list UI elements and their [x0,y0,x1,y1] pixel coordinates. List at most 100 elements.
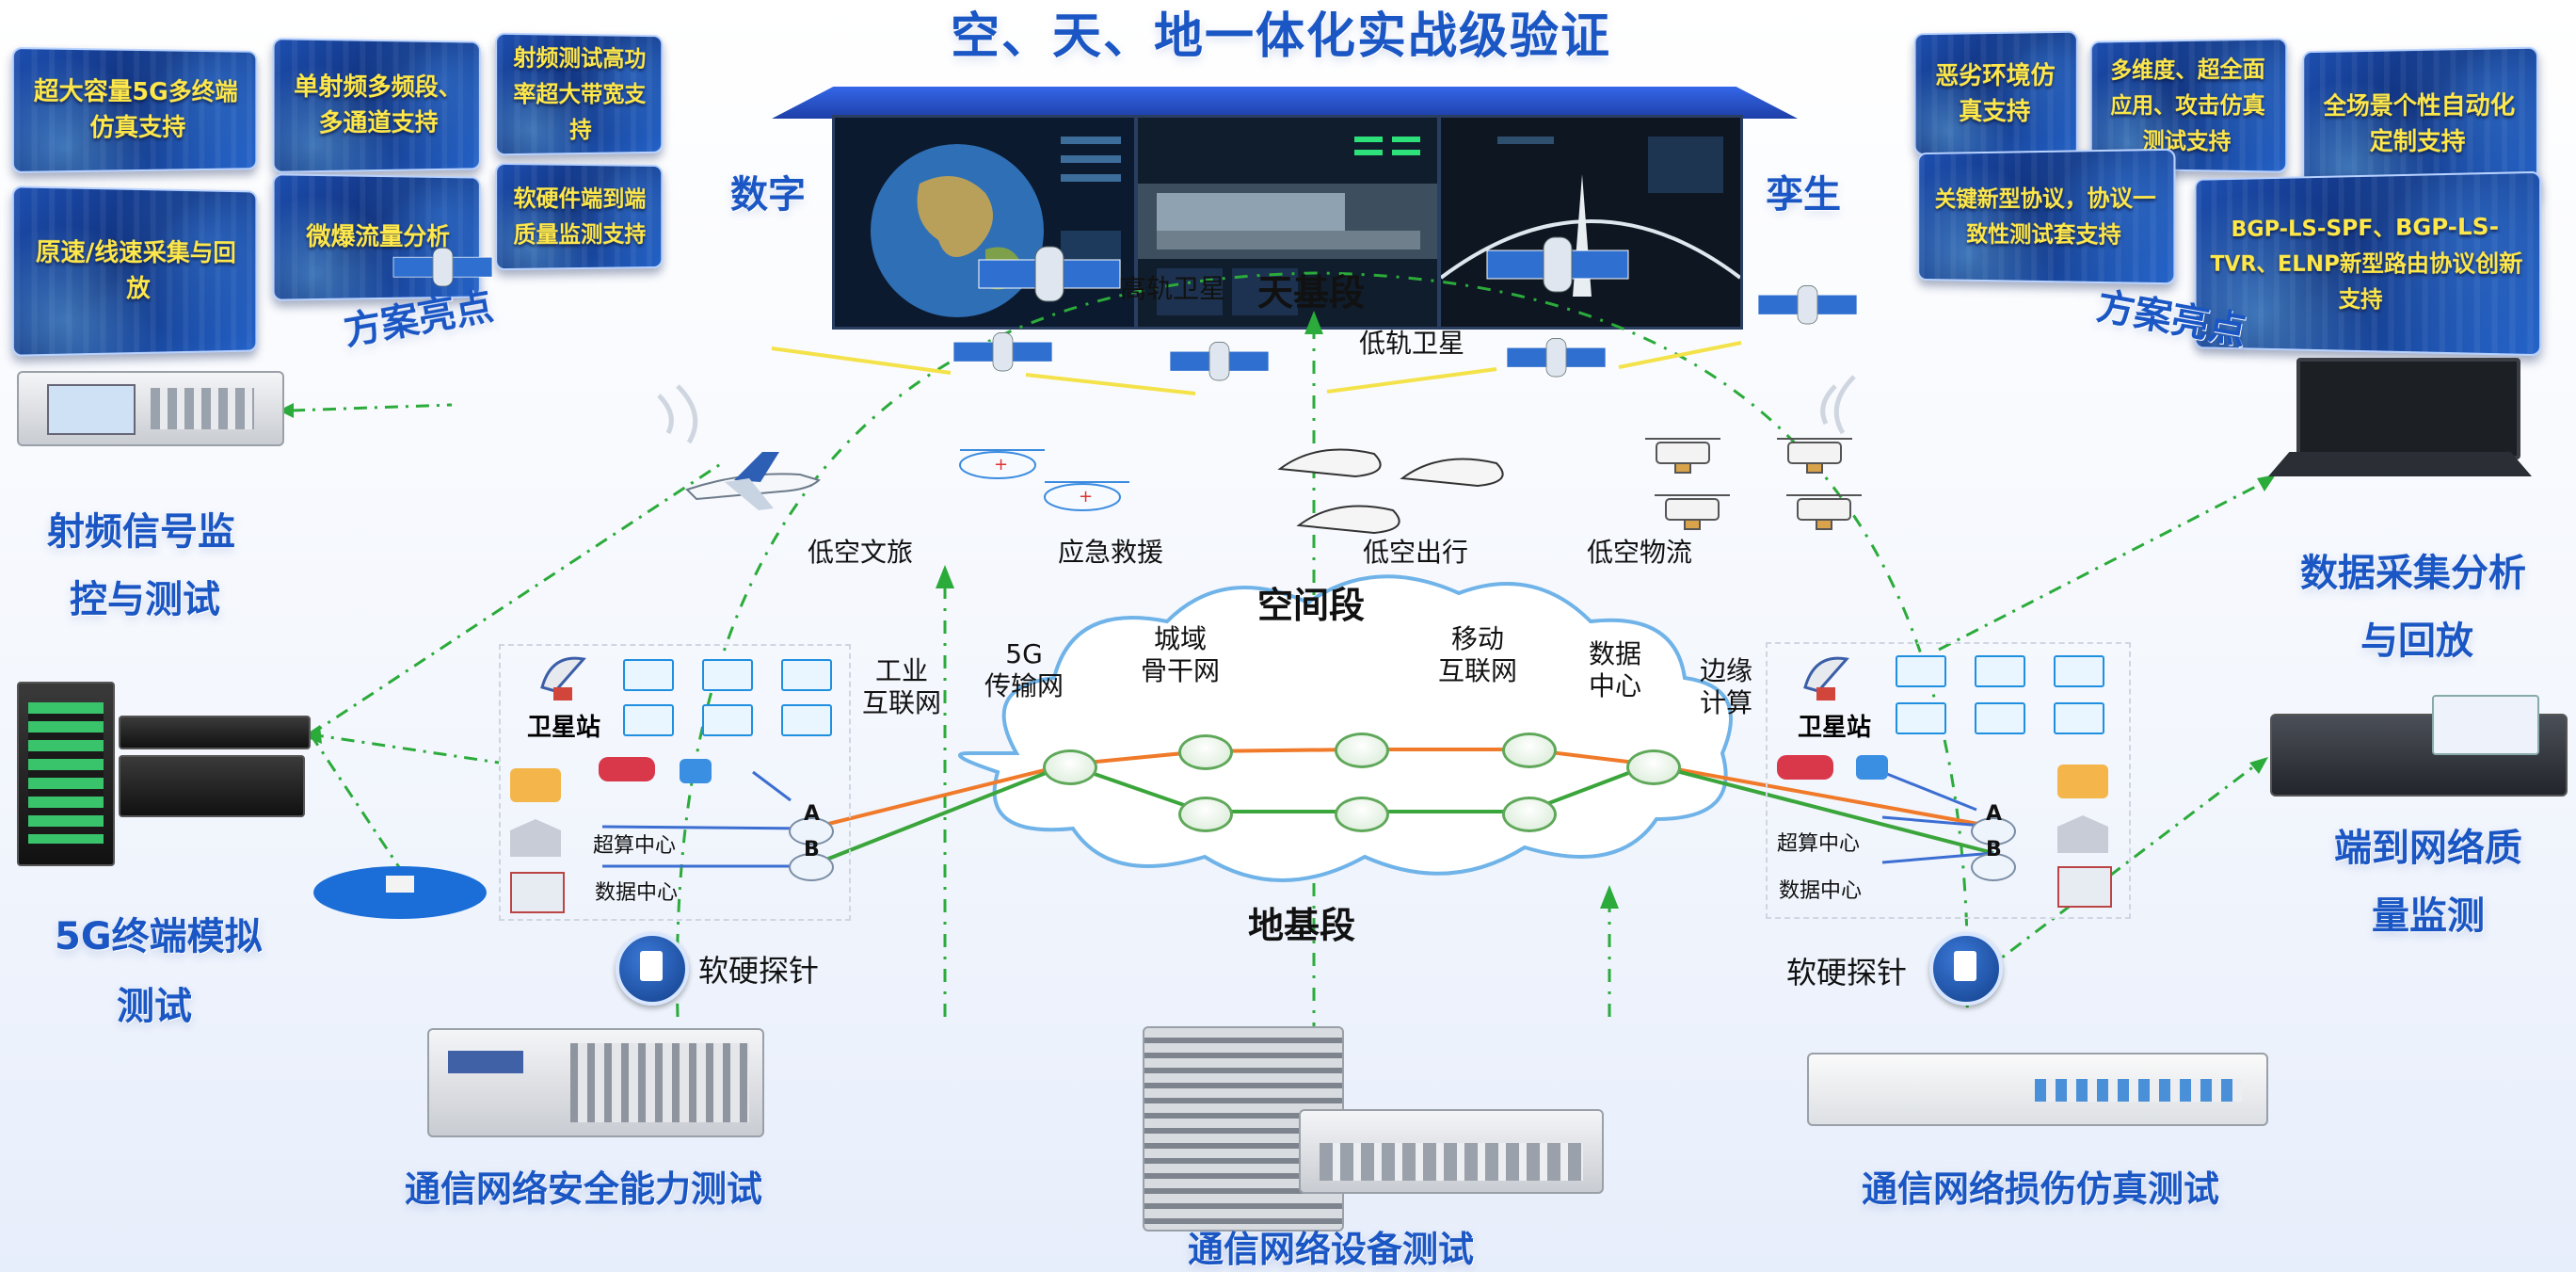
air-app-tourism: 低空文旅 [808,537,914,568]
high-orbit-label: 高轨卫星 [1120,273,1226,304]
satellite-icon [1757,285,1858,325]
flying-car-icon [1277,448,1382,478]
satellite-icon [1506,338,1607,378]
user-icon [510,768,561,802]
router-icon [1178,797,1233,832]
airplane-icon [685,452,821,510]
user-icon [2057,765,2108,798]
router-icon [1335,797,1389,832]
satellite-icon [978,246,1121,302]
right-node-a [1971,817,2016,845]
cap-data-capture-line2: 与回放 [2360,620,2473,663]
right-site-frame [1766,642,2131,919]
left-supercomp: 超算中心 [593,834,677,858]
terminal-unit-device [119,755,305,817]
cap-terminal-sim-line2: 测试 [117,985,192,1028]
phone-icon [1856,755,1888,780]
spectrum-analyzer-device [17,371,284,446]
air-app-travel: 低空出行 [1363,537,1469,568]
net-5g: 5G 传输网 [984,638,1064,701]
phone-icon [680,759,712,783]
router-icon [1335,733,1389,768]
cap-device-test: 通信网络设备测试 [1188,1229,1475,1270]
cap-security: 通信网络安全能力测试 [405,1168,763,1210]
probe-appliance-device [2270,695,2568,797]
switch-icon [2054,655,2104,687]
cap-e2e-quality-line1: 端到网络质 [2334,827,2522,870]
digital-twin-screens [772,87,1798,330]
cap-data-capture-line1: 数据采集分析 [2300,552,2526,595]
satellite-icon [392,248,493,287]
router-icon [1502,797,1557,832]
left-sat-station: 卫星站 [527,714,601,742]
net-metro: 城域 骨干网 [1141,623,1221,686]
net-industrial: 工业 互联网 [862,655,942,718]
car-icon [599,757,655,781]
svg-text:+: + [994,455,1008,475]
hospital-icon [510,872,565,913]
terminal-rack-device [17,682,115,866]
right-sat-station: 卫星站 [1798,714,1872,742]
switch-icon [1896,702,1946,734]
page-title: 空、天、地一体化实战级验证 [951,8,1612,65]
net-datacenter: 数据 中心 [1589,638,1642,701]
switch-icon [1896,655,1946,687]
switch-icon [1975,702,2025,734]
screen-roof [772,87,1798,119]
cap-terminal-sim-line1: 5G终端模拟 [55,915,263,958]
cap-rf-monitor-line2: 控与测试 [70,578,220,621]
security-test-server [427,1028,764,1137]
left-probe-label: 软硬探针 [698,953,820,989]
switch-icon [702,659,753,691]
right-node-b [1971,853,2016,881]
helicopter-icon: + [959,449,1045,479]
left-node-a [789,817,834,845]
terminal-unit-device [119,716,311,749]
switch-icon [623,659,674,691]
net-mobile: 移动 互联网 [1438,623,1518,686]
right-node-a-label: A [1986,802,2003,826]
segment-space: 空间段 [1257,585,1366,626]
switch-icon [781,704,832,736]
switch-icon [623,704,674,736]
switch-icon [781,659,832,691]
left-node-b [789,853,834,881]
satellite-icon [1169,342,1270,381]
screen-spacecraft [1438,115,1743,330]
laptop-icon [2268,358,2532,480]
left-node-a-label: A [804,802,821,826]
dish-icon [540,656,586,700]
right-probe-label: 软硬探针 [1786,955,1908,990]
low-orbit-label: 低轨卫星 [1359,328,1465,359]
left-datacenter: 数据中心 [595,881,679,905]
left-site-frame [499,644,851,921]
probe-icon [1929,932,2003,1006]
flying-car-icon [1296,505,1400,535]
router-icon [1178,734,1233,770]
router-icon [1502,733,1557,768]
left-node-b-label: B [804,838,820,861]
dish-icon [1803,656,1849,700]
drone-icon [1645,438,1862,530]
switch-icon [1975,655,2025,687]
right-supercomp: 超算中心 [1777,832,1861,856]
appliance-device [1299,1109,1604,1194]
twin-right-label: 孪生 [1766,173,1841,217]
right-node-b-label: B [1986,838,2002,861]
twin-left-label: 数字 [730,173,806,217]
probe-icon [616,932,689,1006]
air-app-logistics: 低空物流 [1587,537,1693,568]
cap-e2e-quality-line2: 量监测 [2372,894,2485,938]
base-station-icon [313,866,487,919]
satellite-icon [1486,236,1629,293]
flying-car-icon [1400,458,1504,488]
svg-text:+: + [1079,487,1093,507]
switch-icon [702,704,753,736]
cap-impairment: 通信网络损伤仿真测试 [1862,1168,2220,1210]
net-edge: 边缘 计算 [1700,655,1753,718]
air-app-rescue: 应急救援 [1058,537,1164,568]
outer-arc [675,271,1970,1018]
impairment-emulator-device [1807,1053,2268,1126]
segment-sky: 天基段 [1257,272,1366,314]
switch-icon [2054,702,2104,734]
